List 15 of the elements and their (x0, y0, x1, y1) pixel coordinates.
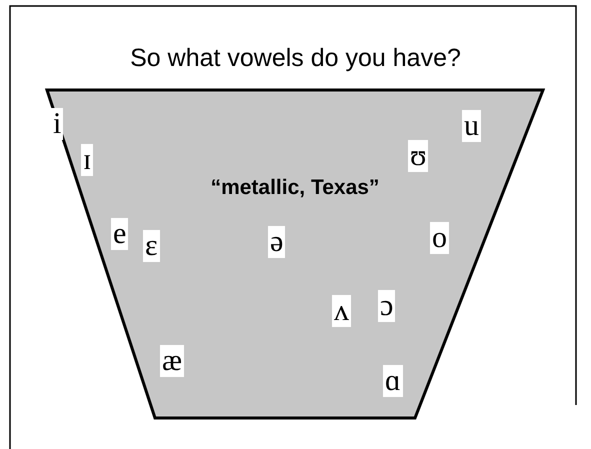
vowel-symbol: ʊ (408, 140, 428, 172)
vowel-symbol: æ (160, 345, 184, 377)
vowel-symbol: ɑ (383, 365, 403, 397)
vowel-symbol: u (462, 110, 481, 142)
vowel-symbol: ə (268, 226, 286, 258)
vowel-symbol: ɛ (143, 230, 160, 262)
slide-title: So what vowels do you have? (129, 44, 462, 73)
vowel-symbol: ɔ (378, 290, 396, 322)
vowel-symbol: o (430, 222, 449, 254)
vowel-symbol: ʌ (332, 295, 351, 327)
vowel-trapezoid (45, 88, 545, 420)
vowel-symbol: e (111, 218, 128, 250)
vowel-symbol: ɪ (81, 144, 94, 176)
dialect-note: “metallic, Texas” (210, 176, 380, 200)
vowel-symbol: i (51, 108, 64, 140)
